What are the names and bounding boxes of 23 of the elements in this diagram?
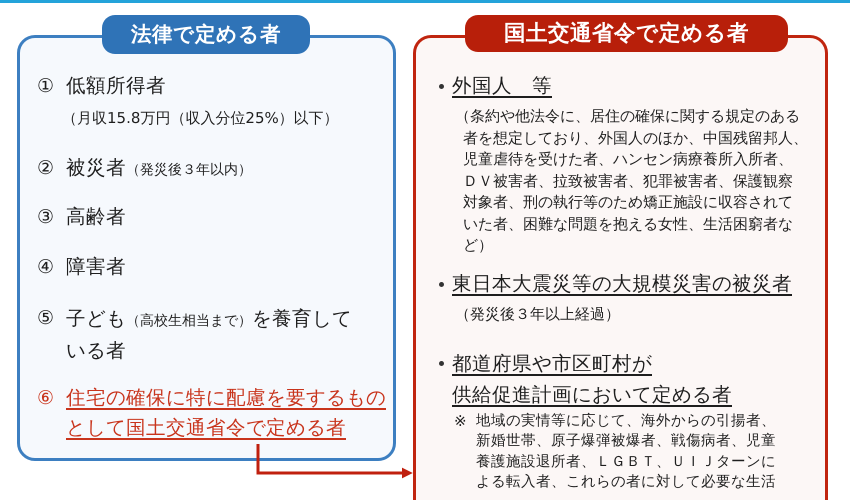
heading-tab: 法律で定める者 — [102, 15, 310, 54]
item-label: 都道府県や市区町村が供給促進計画において定める者 — [452, 350, 732, 408]
circled-number: ① — [37, 74, 54, 99]
item-label: 被災者（発災後３年以内） — [66, 155, 252, 181]
connector-arrow — [256, 444, 413, 478]
item-label: 住宅の確保に特に配慮を要するものとして国土交通省令で定める者 — [66, 385, 386, 441]
circled-number: ④ — [37, 255, 54, 280]
item-note: （月収15.8万円（収入分位25%）以下） — [62, 108, 339, 129]
item-label: 低額所得者 — [66, 73, 166, 99]
item-label: 障害者 — [66, 254, 126, 280]
item-label: 高齢者 — [66, 204, 126, 230]
heading-tab: 国土交通省令で定める者 — [465, 15, 788, 52]
item-label: 外国人 等 — [452, 73, 552, 99]
reference-mark: ※ — [454, 411, 467, 432]
circled-number: ② — [37, 156, 54, 181]
circled-number: ⑤ — [37, 306, 54, 331]
item-note: （条約や他法令に、居住の確保に関する規定のある者を想定しており、外国人のほか、中国残留邦人、児童虐待を受けた者、ハンセン病療養所入所者、ＤＶ被害者、拉致被害者、犯罪被害者、保護観察対象者、刑の執行等のため矯正施設に収容されていた者、困難な問題を抱える女性、生活困窮者など） — [455, 106, 808, 256]
circled-number: ③ — [37, 205, 54, 230]
circled-number: ⑥ — [37, 386, 54, 411]
note-text: 地域の実情等に応じて、海外からの引揚者、新婚世帯、原子爆弾被爆者、戦傷病者、児童養護施設退所者、ＬＧＢＴ、ＵＩＪターンによる転入者、これらの者に対して必要な生活 — [476, 410, 776, 492]
item-label: 東日本大震災等の大規模災害の被災者 — [452, 271, 792, 297]
item-note: （発災後３年以上経過） — [455, 304, 620, 325]
item-label: 子ども（高校生相当まで）を養育している者 — [66, 306, 352, 364]
